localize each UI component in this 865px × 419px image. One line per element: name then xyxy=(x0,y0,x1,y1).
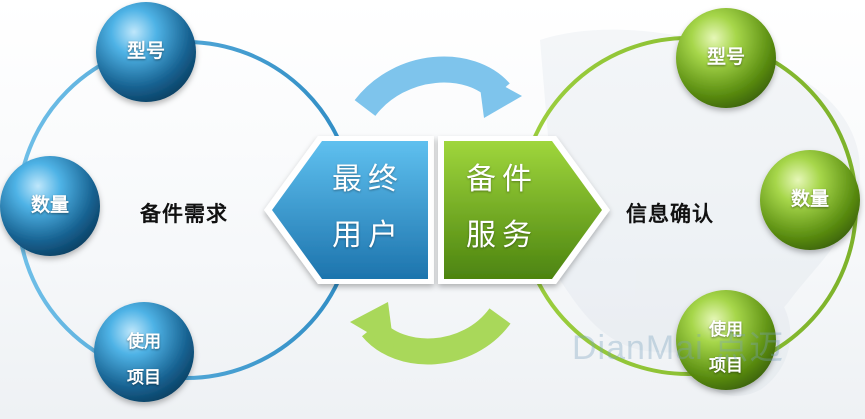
bottom-cycle-arrow xyxy=(350,302,511,365)
top-cycle-arrow xyxy=(354,56,522,118)
spare-service-line1: 备件 xyxy=(466,162,538,197)
left-model-label: 型号 xyxy=(126,40,165,62)
left-model-sphere xyxy=(96,2,196,102)
right-model-label: 型号 xyxy=(706,46,745,68)
right-usage-label: 使用 项目 xyxy=(709,320,743,376)
watermark: DianMai 点迈 xyxy=(572,329,785,367)
right-quantity-label: 数量 xyxy=(790,188,829,210)
left-quantity-label: 数量 xyxy=(30,194,69,216)
left-quantity-sphere xyxy=(0,156,100,256)
left-usage-label: 使用 项目 xyxy=(127,332,161,388)
left-usage-sphere xyxy=(94,302,194,402)
end-user-block xyxy=(264,136,434,284)
right-model-sphere xyxy=(676,8,776,108)
end-user-text: 最终 用户 xyxy=(332,152,404,264)
spare-service-line2: 服务 xyxy=(466,218,538,253)
spare-parts-service-block xyxy=(438,136,610,284)
left-cycle-caption: 备件需求 xyxy=(140,202,228,226)
right-usage-sphere xyxy=(676,290,776,390)
end-user-line2: 用户 xyxy=(332,218,404,253)
end-user-line1: 最终 xyxy=(332,162,404,197)
spare-service-text: 备件 服务 xyxy=(466,152,538,264)
right-cycle-caption: 信息确认 xyxy=(626,202,714,226)
right-quantity-sphere xyxy=(760,150,860,250)
